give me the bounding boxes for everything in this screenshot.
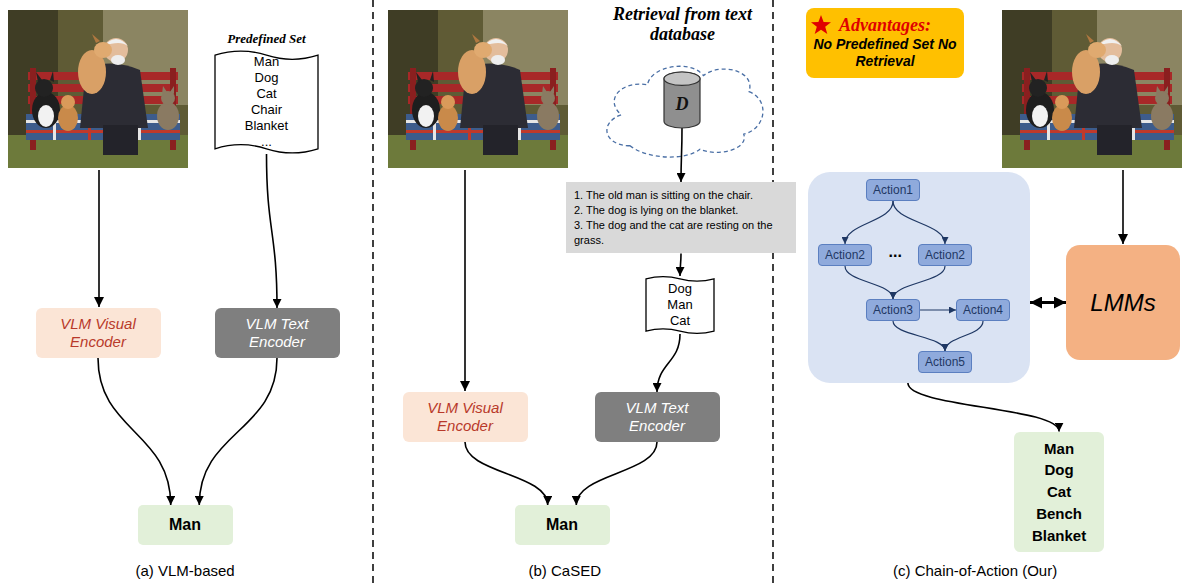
node-text: D	[676, 86, 689, 115]
panel-divider	[372, 0, 374, 583]
panel-divider	[772, 0, 774, 583]
node-text: 3. The dog and the cat are resting on th…	[574, 218, 788, 248]
node-text: VLM Visual Encoder	[42, 315, 155, 351]
action-container: Action1Action2 Action2Action3 Action4Actio…	[808, 172, 1030, 383]
lmm-box: LMMs	[1066, 245, 1180, 360]
connector	[657, 334, 680, 392]
star-symbol	[811, 15, 831, 34]
node-text: 1. The old man is sitting on the chair.	[574, 188, 753, 203]
photo-illustration	[388, 10, 568, 168]
node-text: VLM Text Encoder	[601, 399, 714, 435]
node-text: No Predefined Set No Retrieval	[812, 36, 958, 71]
image-arrow	[98, 170, 100, 307]
text-encoder: VLM Text Encoder	[215, 308, 340, 358]
connector	[267, 154, 278, 308]
panel-caption: (a) VLM-based	[136, 562, 235, 579]
visual-encoder: VLM Visual Encoder	[403, 392, 528, 442]
action-box: Action2	[918, 244, 972, 266]
action-box: Action1	[866, 179, 920, 201]
heading: Predefined Set	[227, 31, 305, 47]
node-text: Action2	[925, 248, 965, 262]
image-arrow	[464, 170, 466, 391]
retrieved-text: 1. The old man is sitting on the chair.2…	[566, 182, 796, 253]
word-list: Predefined SetMan Dog Cat Chair Blanket …	[215, 50, 318, 154]
node-text: Action2	[825, 248, 865, 262]
node-text: Man Dog Cat Chair Blanket ...	[245, 54, 288, 150]
action-box: Action5	[918, 351, 972, 373]
node-text: VLM Text Encoder	[221, 315, 334, 351]
node-text: Action1	[873, 183, 913, 197]
connector	[98, 358, 171, 505]
image-arrow	[1122, 170, 1124, 244]
cylinder-top	[664, 72, 700, 85]
output-box: Man	[138, 505, 233, 545]
photo-illustration	[8, 10, 188, 168]
database-cylinder: D	[664, 72, 700, 128]
heading: Retrieval from text database	[613, 5, 753, 45]
cloud-database: Retrieval from text databaseD	[595, 48, 770, 163]
node-text: Action3	[873, 303, 913, 317]
node-text: Man Dog Cat Bench Blanket	[1032, 438, 1086, 547]
connector	[920, 309, 956, 310]
photo-illustration	[1002, 10, 1182, 168]
connector	[576, 442, 657, 505]
connector	[465, 442, 548, 505]
node-text: VLM Visual Encoder	[409, 399, 522, 435]
node-text: Man	[169, 516, 201, 534]
connector	[1030, 301, 1066, 304]
connector	[680, 253, 681, 276]
action-box: Action3	[866, 299, 920, 321]
node-text: Advantages:	[839, 15, 931, 36]
advantages-box: Advantages:No Predefined Set No Retrieva…	[806, 8, 964, 78]
panel-caption: (c) Chain-of-Action (Our)	[893, 562, 1057, 579]
output-box: Man	[515, 505, 610, 545]
ellipsis-label: ...	[889, 243, 902, 261]
connector	[199, 358, 277, 505]
visual-encoder: VLM Visual Encoder	[36, 308, 161, 358]
node-text: 2. The dog is lying on the blanket.	[574, 203, 738, 218]
cloud-outline	[607, 66, 763, 157]
node-text: LMMs	[1090, 289, 1155, 317]
cylinder-body	[664, 72, 700, 128]
node-text: Man	[546, 516, 578, 534]
text-encoder: VLM Text Encoder	[595, 392, 720, 442]
node-text: Dog Man Cat	[667, 281, 692, 329]
node-text: Action4	[963, 303, 1003, 317]
action-box: Action4	[956, 299, 1010, 321]
word-list: Dog Man Cat	[646, 276, 714, 334]
wavy-outline	[215, 51, 318, 153]
action-box: Action2	[818, 244, 872, 266]
connector	[908, 383, 1059, 432]
output-box: Man Dog Cat Bench Blanket	[1014, 432, 1104, 553]
wavy-outline	[646, 277, 714, 334]
node-text: Action5	[925, 355, 965, 369]
panel-caption: (b) CaSED	[529, 562, 602, 579]
